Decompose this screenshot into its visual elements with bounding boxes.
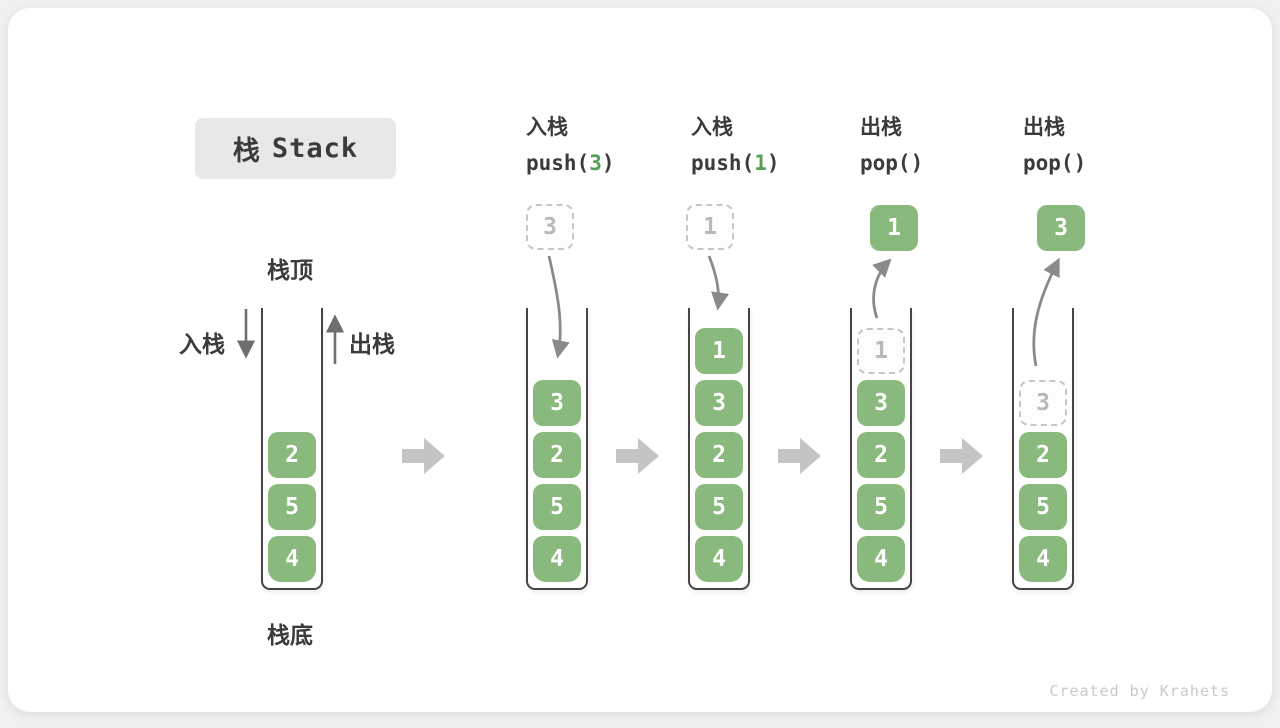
popped-value-box: 1 <box>870 205 918 251</box>
op-code: push(3) <box>526 151 615 175</box>
stack-element: 4 <box>857 536 905 582</box>
stack-ghost-element: 1 <box>857 328 905 374</box>
stack-element: 2 <box>695 432 743 478</box>
stack-element: 4 <box>268 536 316 582</box>
code-arg: 1 <box>754 151 767 175</box>
footer-credit: Created by Krahets <box>1049 682 1230 700</box>
stack-element: 3 <box>695 380 743 426</box>
stack-container-5: 3 2 5 4 <box>1012 308 1074 590</box>
stack-element: 5 <box>268 484 316 530</box>
op-code: push(1) <box>691 151 780 175</box>
diagram-card: 栈 Stack 入栈 push(3) 入栈 push(1) 出栈 pop() 出… <box>8 8 1272 712</box>
stack-element: 5 <box>857 484 905 530</box>
incoming-value-box: 1 <box>686 204 734 250</box>
code-arg: 3 <box>589 151 602 175</box>
stack-container-3: 1 3 2 5 4 <box>688 308 750 590</box>
stack-element: 5 <box>533 484 581 530</box>
stack-container-4: 1 3 2 5 4 <box>850 308 912 590</box>
stack-element: 4 <box>695 536 743 582</box>
stage-arrow-icon <box>940 438 983 474</box>
column-header-push-3: 入栈 push(3) <box>526 114 615 176</box>
op-label: 入栈 <box>691 115 733 139</box>
stack-element: 3 <box>533 380 581 426</box>
pop-direction-label: 出栈 <box>349 332 395 358</box>
stack-element: 1 <box>695 328 743 374</box>
stack-element: 2 <box>533 432 581 478</box>
stage-arrow-icon <box>616 438 659 474</box>
stack-element: 2 <box>268 432 316 478</box>
stack-element: 4 <box>533 536 581 582</box>
stage-arrow-icon <box>402 438 445 474</box>
stack-element: 4 <box>1019 536 1067 582</box>
op-code: pop() <box>1023 151 1087 175</box>
push-direction-label: 入栈 <box>179 332 225 358</box>
stage-arrow-icon <box>778 438 821 474</box>
arrows-overlay <box>236 255 1060 474</box>
stack-bottom-label: 栈底 <box>267 623 313 649</box>
popped-value-box: 3 <box>1037 205 1085 251</box>
stack-element: 5 <box>1019 484 1067 530</box>
push-arrow <box>707 255 730 311</box>
diagram-title: 栈 Stack <box>195 118 396 179</box>
stack-element: 5 <box>695 484 743 530</box>
op-label: 入栈 <box>526 115 568 139</box>
column-header-push-1: 入栈 push(1) <box>691 114 780 176</box>
incoming-value-box: 3 <box>526 204 574 250</box>
stack-element: 2 <box>1019 432 1067 478</box>
column-header-pop-1: 出栈 pop() <box>860 114 923 176</box>
op-label: 出栈 <box>860 115 902 139</box>
stack-element: 3 <box>857 380 905 426</box>
op-code: pop() <box>860 151 924 175</box>
op-label: 出栈 <box>1023 115 1065 139</box>
title-en: Stack <box>271 133 359 164</box>
title-zh: 栈 <box>232 136 260 167</box>
stack-top-label: 栈顶 <box>267 258 313 284</box>
stack-container-1: 2 5 4 <box>261 308 323 590</box>
column-header-pop-2: 出栈 pop() <box>1023 114 1086 176</box>
stack-container-2: 3 2 5 4 <box>526 308 588 590</box>
stack-ghost-element: 3 <box>1019 380 1067 426</box>
stack-element: 2 <box>857 432 905 478</box>
